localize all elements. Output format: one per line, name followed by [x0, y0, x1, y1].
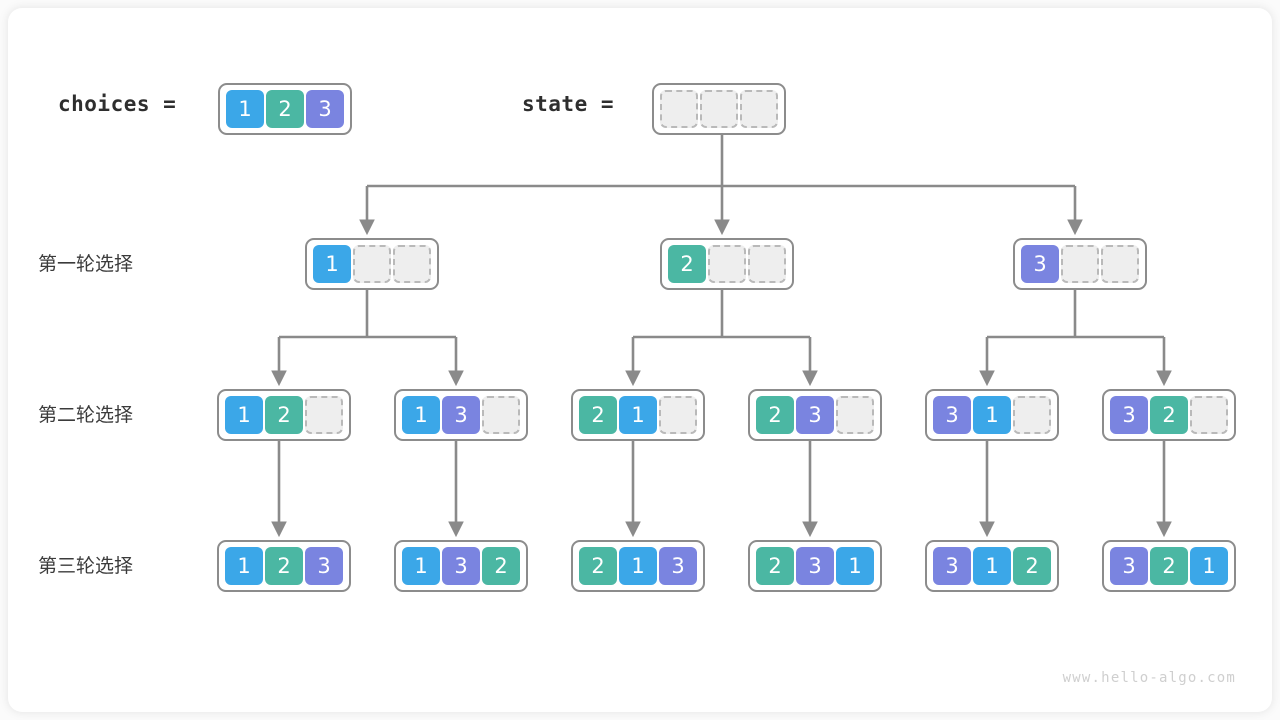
level2-5-cell-0: 3: [1110, 396, 1148, 434]
level3-0-cell-1: 2: [265, 547, 303, 585]
level1-2-cell-2: [1101, 245, 1139, 283]
state-cell-2: [740, 90, 778, 128]
state-array: [652, 83, 786, 135]
level2-0-cell-2: [305, 396, 343, 434]
level1-1-cell-1: [708, 245, 746, 283]
level2-4-cell-2: [1013, 396, 1051, 434]
level2-3-cell-2: [836, 396, 874, 434]
level1-2-cell-1: [1061, 245, 1099, 283]
level3-3-cell-0: 2: [756, 547, 794, 585]
level1-0-cell-2: [393, 245, 431, 283]
level2-5-cell-2: [1190, 396, 1228, 434]
choices-cell-1: 2: [266, 90, 304, 128]
level2-1-cell-2: [482, 396, 520, 434]
level1-1-cell-0: 2: [668, 245, 706, 283]
row-label-level3: 第三轮选择: [38, 555, 134, 577]
state-cell-0: [660, 90, 698, 128]
level2-3-cell-1: 3: [796, 396, 834, 434]
level1-0-cell-0: 1: [313, 245, 351, 283]
level3-1-cell-0: 1: [402, 547, 440, 585]
level3-5-cell-1: 2: [1150, 547, 1188, 585]
level2-5-cell-1: 2: [1150, 396, 1188, 434]
choices-cell-2: 3: [306, 90, 344, 128]
level1-node-0: 1: [305, 238, 439, 290]
level2-1-cell-1: 3: [442, 396, 480, 434]
level1-0-cell-1: [353, 245, 391, 283]
state-label: state =: [522, 92, 615, 116]
level2-2-cell-1: 1: [619, 396, 657, 434]
level3-2-cell-1: 1: [619, 547, 657, 585]
level2-4-cell-0: 3: [933, 396, 971, 434]
level3-4-cell-1: 1: [973, 547, 1011, 585]
choices-cell-0: 1: [226, 90, 264, 128]
level2-3-cell-0: 2: [756, 396, 794, 434]
level1-2-cell-0: 3: [1021, 245, 1059, 283]
level3-4-cell-2: 2: [1013, 547, 1051, 585]
level3-5-cell-0: 3: [1110, 547, 1148, 585]
level3-0-cell-0: 1: [225, 547, 263, 585]
level3-2-cell-2: 3: [659, 547, 697, 585]
level3-0-cell-2: 3: [305, 547, 343, 585]
level3-4-cell-0: 3: [933, 547, 971, 585]
level2-2-cell-0: 2: [579, 396, 617, 434]
level2-0-cell-1: 2: [265, 396, 303, 434]
level2-4-cell-1: 1: [973, 396, 1011, 434]
level1-node-1: 2: [660, 238, 794, 290]
state-cell-1: [700, 90, 738, 128]
level3-1-cell-1: 3: [442, 547, 480, 585]
level3-3-cell-1: 3: [796, 547, 834, 585]
level3-5-cell-2: 1: [1190, 547, 1228, 585]
level3-3-cell-2: 1: [836, 547, 874, 585]
level1-1-cell-2: [748, 245, 786, 283]
level3-2-cell-0: 2: [579, 547, 617, 585]
level2-0-cell-0: 1: [225, 396, 263, 434]
level3-1-cell-2: 2: [482, 547, 520, 585]
watermark: www.hello-algo.com: [1062, 670, 1236, 686]
choices-label: choices =: [58, 92, 177, 116]
row-label-level1: 第一轮选择: [38, 253, 134, 275]
row-label-level2: 第二轮选择: [38, 404, 134, 426]
level1-node-2: 3: [1013, 238, 1147, 290]
level2-2-cell-2: [659, 396, 697, 434]
level2-1-cell-0: 1: [402, 396, 440, 434]
